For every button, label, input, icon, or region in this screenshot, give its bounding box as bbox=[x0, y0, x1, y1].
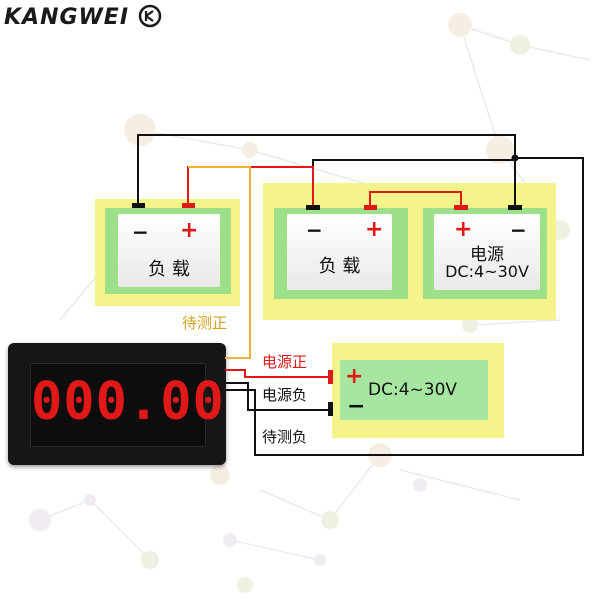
terminal-tabs bbox=[132, 203, 522, 416]
load-right-label: 负 载 bbox=[318, 256, 361, 277]
voltmeter-panel: 000.00 bbox=[8, 343, 226, 465]
load-right-face bbox=[287, 214, 392, 290]
power-top-label-1: 电源 bbox=[470, 245, 504, 265]
load-left-label: 负 载 bbox=[148, 259, 190, 280]
orange-wire-sense-positive bbox=[188, 166, 251, 359]
brand-logo: KANGWEI bbox=[4, 4, 162, 30]
power-top-minus-label: − bbox=[510, 218, 527, 242]
voltmeter-display: 000.00 bbox=[30, 363, 225, 447]
black-wire-load-right bbox=[312, 159, 515, 207]
load-left-plus-label: + bbox=[180, 218, 199, 243]
background-network bbox=[29, 13, 591, 593]
red-wire-load-right-to-power bbox=[369, 191, 462, 207]
wire-junction-dot bbox=[511, 154, 519, 162]
wire-label-sense-positive: 待测正 bbox=[182, 314, 228, 332]
power-top-plus-label: + bbox=[454, 217, 473, 242]
brand-logo-text: KANGWEI bbox=[4, 5, 130, 30]
power-top-label-2: DC:4~30V bbox=[445, 262, 529, 281]
load-left-minus-label: − bbox=[132, 220, 149, 244]
brand-logo-mark bbox=[138, 4, 161, 28]
black-wire-sense-negative bbox=[225, 382, 332, 411]
power-bottom-label: DC:4~30V bbox=[368, 380, 458, 400]
black-wire-top-loop bbox=[137, 134, 516, 205]
power-bottom-face bbox=[340, 360, 488, 420]
load-left-face bbox=[118, 214, 220, 287]
black-wire-main-return bbox=[225, 157, 584, 456]
power-bottom-plus-label: + bbox=[345, 364, 364, 389]
wire-label-sense-negative: 待测负 bbox=[262, 428, 308, 446]
power-top-face bbox=[434, 214, 540, 290]
load-right-minus-label: − bbox=[306, 218, 323, 242]
wire-label-power-negative: 电源负 bbox=[262, 386, 308, 404]
red-wire-power-positive bbox=[225, 369, 332, 378]
power-bottom-minus-label: − bbox=[347, 394, 366, 419]
wire-label-power-positive: 电源正 bbox=[262, 353, 308, 371]
voltmeter-reading: 000.00 bbox=[31, 372, 225, 432]
load-right-plus-label: + bbox=[365, 217, 384, 242]
